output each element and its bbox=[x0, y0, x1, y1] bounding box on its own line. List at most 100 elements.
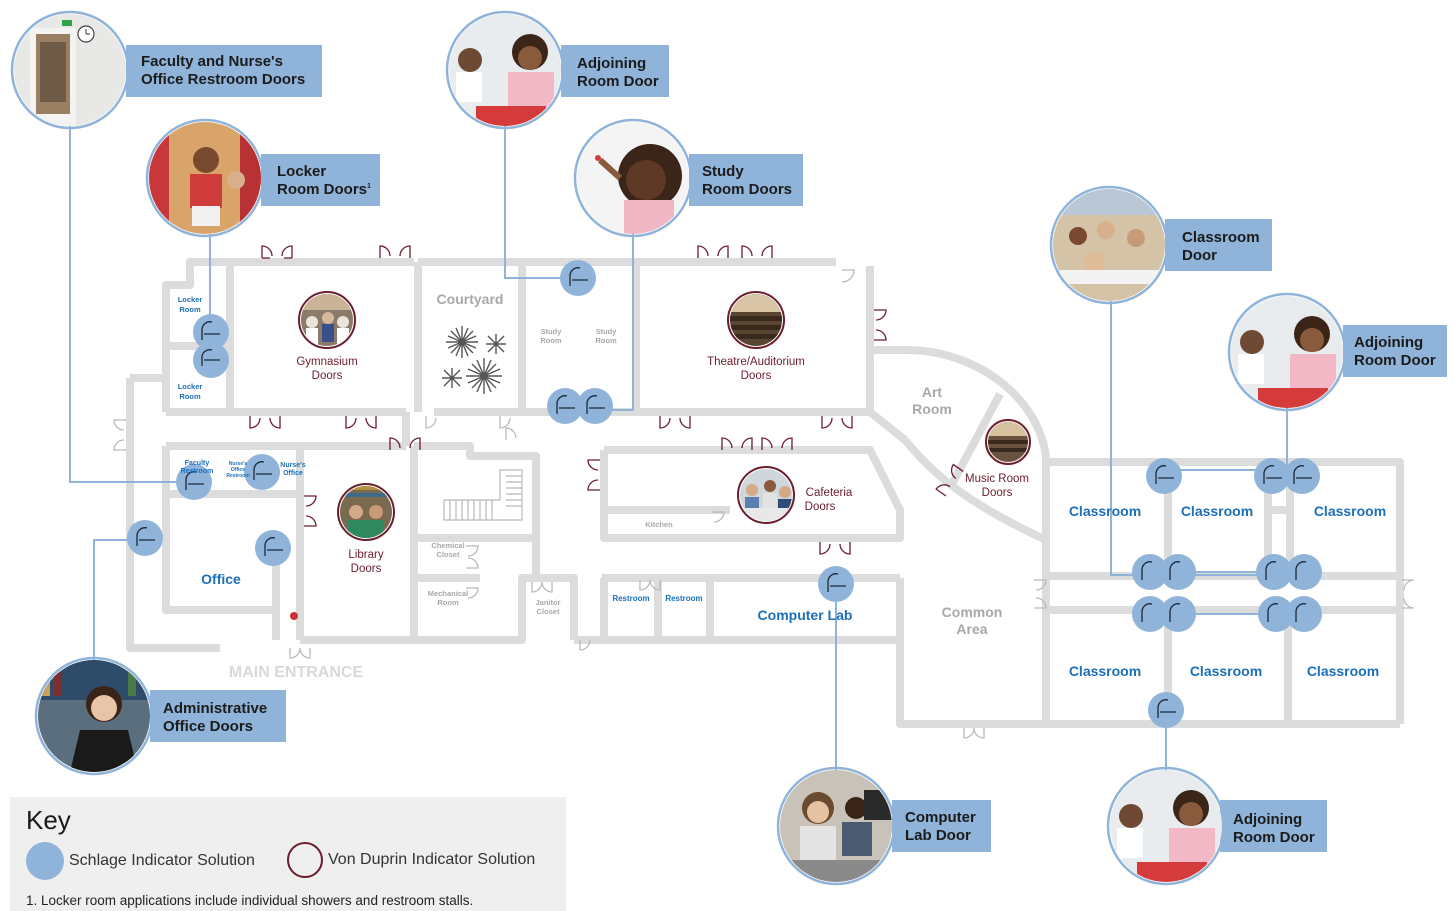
svg-text:Adjoining: Adjoining bbox=[1354, 334, 1423, 351]
svg-text:Study: Study bbox=[702, 163, 744, 180]
office-label: Office bbox=[201, 571, 241, 587]
door-photo bbox=[14, 14, 126, 126]
von-duprin-library[interactable]: Library Doors bbox=[337, 483, 395, 575]
restroom-2-label: Restroom bbox=[665, 594, 702, 603]
theatre-label: Theatre/Auditorium bbox=[707, 356, 805, 368]
nurse-restroom-label: Nurse's bbox=[229, 461, 247, 467]
girl-drawing-photo bbox=[449, 14, 561, 126]
standard-doors bbox=[113, 269, 1415, 739]
study-room-1-label: Study bbox=[541, 327, 563, 336]
svg-text:Area: Area bbox=[956, 621, 987, 637]
svg-text:Doors: Doors bbox=[351, 563, 382, 575]
locker-room-top-label: Locker bbox=[178, 295, 203, 304]
svg-text:Doors: Doors bbox=[982, 487, 1013, 499]
svg-text:Room Doors1: Room Doors1 bbox=[277, 181, 371, 198]
classroom-label: Classroom bbox=[1181, 503, 1253, 519]
von-duprin-doors bbox=[249, 245, 964, 620]
svg-text:Classroom: Classroom bbox=[1182, 229, 1260, 246]
courtyard-plants bbox=[442, 326, 506, 394]
locker-room-bottom-label: Locker bbox=[178, 382, 203, 391]
girl-whiteboard-photo bbox=[577, 122, 689, 234]
svg-text:Doors: Doors bbox=[741, 370, 772, 382]
classroom-label: Classroom bbox=[1307, 663, 1379, 679]
svg-text:Closet: Closet bbox=[437, 550, 460, 559]
kitchen-label: Kitchen bbox=[645, 520, 673, 529]
von-duprin-gymnasium[interactable]: Gymnasium Doors bbox=[296, 291, 358, 382]
svg-text:Adjoining: Adjoining bbox=[1233, 811, 1302, 828]
theatre-photo bbox=[730, 294, 782, 346]
svg-text:Doors: Doors bbox=[312, 370, 343, 382]
von-duprin-legend-label: Von Duprin Indicator Solution bbox=[328, 851, 536, 868]
svg-text:Room: Room bbox=[437, 598, 459, 607]
callout-adjoining-top[interactable]: Adjoining Room Door bbox=[445, 10, 669, 130]
main-entrance-label: MAIN ENTRANCE bbox=[229, 664, 364, 681]
janitor-closet-label: Janitor bbox=[535, 598, 560, 607]
svg-text:Computer: Computer bbox=[905, 809, 976, 826]
library-label: Library bbox=[348, 549, 383, 561]
callout-computer-lab[interactable]: Computer Lab Door bbox=[776, 766, 991, 886]
svg-text:Office Doors: Office Doors bbox=[163, 718, 253, 735]
svg-text:Room: Room bbox=[912, 401, 952, 417]
classroom-label: Classroom bbox=[1069, 503, 1141, 519]
common-area-label: Common bbox=[942, 604, 1003, 620]
legend: Key Schlage Indicator Solution Von Dupri… bbox=[10, 797, 566, 911]
girls-lockers-photo bbox=[149, 122, 261, 234]
music-room-photo bbox=[988, 422, 1028, 462]
faculty-restroom-label: Faculty bbox=[185, 460, 210, 467]
legend-title: Key bbox=[26, 805, 71, 835]
svg-text:Room Doors: Room Doors bbox=[702, 181, 792, 198]
svg-text:Office: Office bbox=[283, 470, 303, 477]
svg-text:Room: Room bbox=[595, 336, 617, 345]
svg-text:Closet: Closet bbox=[537, 607, 560, 616]
girl-drawing-photo bbox=[1110, 770, 1222, 882]
chemical-closet-label: Chemical bbox=[431, 541, 464, 550]
svg-text:Door: Door bbox=[1182, 247, 1217, 264]
von-duprin-music-room[interactable]: Music Room Doors bbox=[965, 419, 1031, 499]
svg-text:Faculty and Nurse's: Faculty and Nurse's bbox=[141, 53, 283, 70]
schlage-door-glyphs bbox=[136, 267, 1312, 718]
svg-text:Room: Room bbox=[179, 305, 201, 314]
svg-text:Restroom: Restroom bbox=[226, 473, 250, 479]
svg-text:Office: Office bbox=[231, 467, 245, 473]
students-computers-photo bbox=[780, 770, 892, 882]
svg-text:Doors: Doors bbox=[805, 501, 836, 513]
restroom-1-label: Restroom bbox=[612, 594, 649, 603]
svg-text:Locker: Locker bbox=[277, 163, 326, 180]
cafeteria-photo bbox=[740, 469, 792, 521]
von-duprin-cafeteria[interactable]: Cafeteria Doors bbox=[737, 466, 853, 524]
von-duprin-swatch bbox=[287, 842, 323, 878]
library-photo bbox=[340, 486, 392, 538]
music-room-label: Music Room bbox=[965, 473, 1029, 485]
callout-study-room[interactable]: Study Room Doors bbox=[573, 118, 803, 238]
schlage-legend-label: Schlage Indicator Solution bbox=[69, 852, 255, 869]
courtyard-label: Courtyard bbox=[437, 291, 504, 307]
svg-text:Room Door: Room Door bbox=[577, 73, 659, 90]
callout-locker-room[interactable]: Locker Room Doors1 bbox=[145, 118, 380, 238]
svg-text:Room: Room bbox=[179, 392, 201, 401]
svg-text:Room Door: Room Door bbox=[1233, 829, 1315, 846]
room-labels: Locker Room Locker Room Courtyard Study … bbox=[178, 291, 1386, 681]
svg-text:Office Restroom Doors: Office Restroom Doors bbox=[141, 71, 305, 88]
nurses-office-label: Nurse's bbox=[280, 462, 306, 469]
svg-text:Lab Door: Lab Door bbox=[905, 827, 971, 844]
study-room-2-label: Study bbox=[596, 327, 618, 336]
callout-administrative[interactable]: Administrative Office Doors bbox=[34, 656, 286, 776]
svg-text:Adjoining: Adjoining bbox=[577, 55, 646, 72]
callout-adjoining-bottom[interactable]: Adjoining Room Door bbox=[1106, 766, 1327, 886]
callout-faculty-restroom[interactable]: Faculty and Nurse's Office Restroom Door… bbox=[10, 10, 322, 130]
svg-text:Administrative: Administrative bbox=[163, 700, 267, 717]
schlage-indicators[interactable] bbox=[127, 260, 1322, 728]
girl-drawing-photo bbox=[1231, 296, 1343, 408]
classroom-label: Classroom bbox=[1069, 663, 1141, 679]
svg-text:Room Door: Room Door bbox=[1354, 352, 1436, 369]
art-room-label: Art bbox=[922, 384, 943, 400]
svg-text:Room: Room bbox=[540, 336, 562, 345]
classroom-label: Classroom bbox=[1314, 503, 1386, 519]
von-duprin-theatre[interactable]: Theatre/Auditorium Doors bbox=[707, 291, 805, 382]
footnote: 1. Locker room applications include indi… bbox=[26, 893, 474, 908]
cafeteria-label: Cafeteria bbox=[806, 487, 853, 499]
woman-office-photo bbox=[38, 660, 150, 772]
callout-adjoining-right[interactable]: Adjoining Room Door bbox=[1227, 292, 1447, 412]
callout-classroom-door[interactable]: Classroom Door bbox=[1049, 185, 1272, 305]
